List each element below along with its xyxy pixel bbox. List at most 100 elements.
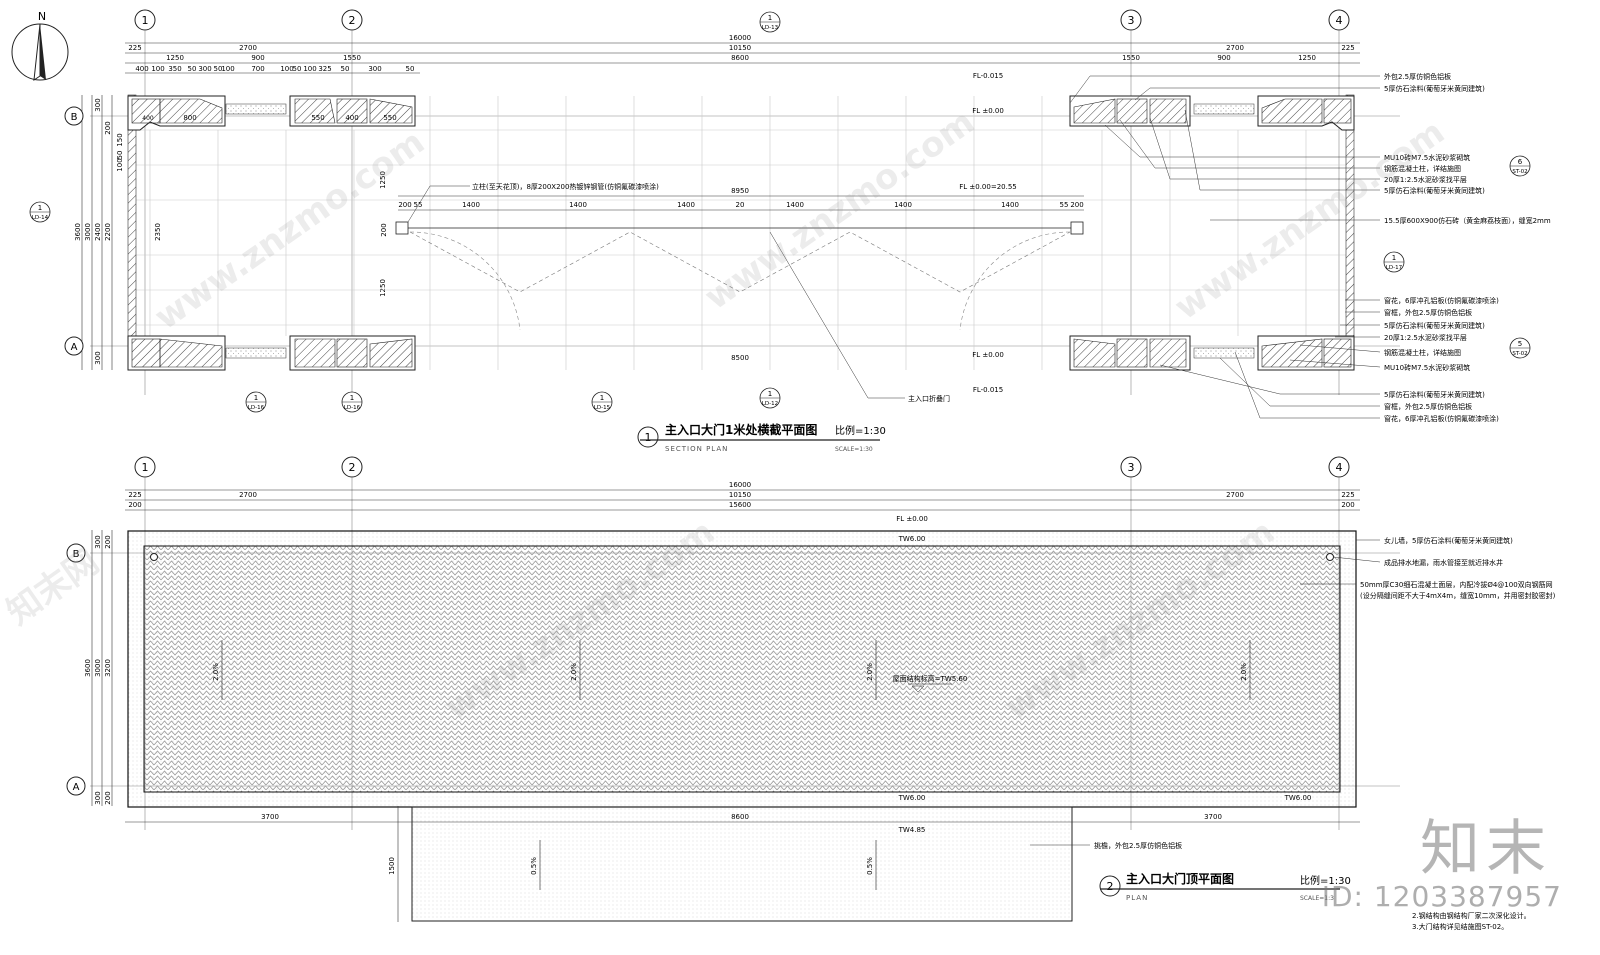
svg-text:3000: 3000 [84,223,92,241]
material-note: 钢筋混凝土柱，详结施图 [1384,348,1461,357]
svg-text:2700: 2700 [1226,491,1244,499]
axis-grid-lines [90,30,1400,395]
svg-text:TW6.00: TW6.00 [898,794,926,802]
svg-text:2: 2 [349,461,356,474]
svg-text:1550: 1550 [1122,54,1140,62]
svg-text:200: 200 [398,201,411,209]
svg-text:1400: 1400 [569,201,587,209]
material-note: 窗花，6厚冲孔铝板(仿铜氟碳漆喷涂) [1384,296,1499,305]
svg-text:200: 200 [128,501,141,509]
small-dimension-label: 50 [293,65,302,73]
section-ref-r_b2: 1LD-16 [341,391,363,413]
material-note: 钢筋混凝土柱，详结施图 [1384,164,1461,173]
svg-text:800: 800 [183,114,196,122]
roof-plan-2: 1 2 3 4 16000 225 2700 10150 2700 225 [66,456,1556,931]
svg-text:3: 3 [1128,461,1135,474]
plan1-title: 主入口大门1米处横截平面图 [665,422,817,437]
svg-text:PLAN: PLAN [1126,894,1148,902]
axis-bubbles-plan2: 1 2 3 4 [134,456,1350,478]
svg-text:10150: 10150 [729,44,751,52]
section-ref-r_b1: 1LD-16 [245,391,267,413]
svg-text:2700: 2700 [239,491,257,499]
svg-text:900: 900 [1217,54,1230,62]
section-ref-r_st2: 5ST-02 [1509,337,1531,359]
section-ref-r_ld17: 1LD-17 [1383,251,1405,273]
svg-text:FL ±0.00=20.55: FL ±0.00=20.55 [959,183,1017,191]
roof-drain-left [150,553,158,561]
svg-text:2700: 2700 [239,44,257,52]
svg-text:200: 200 [1341,501,1354,509]
small-dimension-label: 100 [280,65,293,73]
svg-text:50: 50 [116,151,124,160]
folding-door: 200 55 1400 1400 1400 20 1400 1400 1400 … [380,187,1084,362]
small-dimension-label: 300 [198,65,211,73]
svg-text:1400: 1400 [462,201,480,209]
top-dimension-chains: 16000 225 2700 10150 2700 225 1250 900 1… [125,34,1360,74]
row-bubbles-plan2: B A [66,543,86,796]
section-plan-1: 1 2 3 4 16000 225 2700 [29,9,1551,453]
svg-text:1550: 1550 [343,54,361,62]
canopy-overhang [411,806,1073,922]
svg-text:A: A [71,342,78,353]
pillar-block-top-left: 800 550 400 550 400 [127,95,416,131]
svg-text:2.0%: 2.0% [866,663,874,681]
section-reference-markers: 1LD-131LD-146ST-021LD-175ST-021LD-161LD-… [29,11,1531,413]
svg-text:150: 150 [116,133,124,146]
material-note: 5厚仿石涂料(葡萄牙米黄同建筑) [1384,186,1485,195]
svg-text:FL ±0.00: FL ±0.00 [896,515,928,523]
material-note: 5厚仿石涂料(葡萄牙米黄同建筑) [1384,321,1485,330]
svg-text:550: 550 [383,114,396,122]
svg-text:成品排水地漏，雨水管接至就近排水井: 成品排水地漏，雨水管接至就近排水井 [1384,558,1503,567]
svg-text:FL ±0.00: FL ±0.00 [972,351,1004,359]
svg-text:16000: 16000 [729,481,751,489]
small-dimension-label: 325 [318,65,331,73]
svg-text:1: 1 [142,14,149,27]
svg-text:(设分隔缝间距不大于4mX4m，缝宽10mm，并用密封胶密封: (设分隔缝间距不大于4mX4m，缝宽10mm，并用密封胶密封) [1360,591,1556,600]
small-dimension-label: 100 [303,65,316,73]
svg-text:B: B [73,549,80,560]
row-bubble-A: A [64,336,84,356]
pillar-block-top-right [1069,95,1355,131]
material-note: 窗框，外包2.5厚仿铜色铝板 [1384,308,1472,317]
svg-text:1250: 1250 [379,279,387,297]
section-ref-r_left: 1LD-14 [29,201,51,223]
brand-id: ID: 1203387957 [1321,880,1562,913]
svg-text:1: 1 [645,431,652,444]
svg-text:55: 55 [1060,201,1069,209]
svg-text:1250: 1250 [1298,54,1316,62]
svg-text:8600: 8600 [731,813,749,821]
material-note: 窗框，外包2.5厚仿铜色铝板 [1384,402,1472,411]
section-ref-number: 1 [768,390,772,398]
svg-text:3000: 3000 [94,659,102,677]
material-note: 外包2.5厚仿铜色铝板 [1384,72,1451,81]
svg-text:TW6.00: TW6.00 [898,535,926,543]
svg-text:2700: 2700 [1226,44,1244,52]
svg-text:200: 200 [104,791,112,804]
svg-text:2: 2 [1107,880,1114,893]
svg-text:300: 300 [94,351,102,364]
section-ref-r_st1: 6ST-02 [1509,155,1531,177]
roof-drain-right [1326,553,1334,561]
section-ref-sheet: ST-02 [1512,351,1527,357]
svg-text:2.0%: 2.0% [570,663,578,681]
svg-text:2400: 2400 [94,223,102,241]
section-ref-sheet: LD-12 [762,401,778,407]
small-dimension-label: 50 [188,65,197,73]
svg-text:3200: 3200 [104,659,112,677]
svg-text:女儿墙，5厚仿石涂料(葡萄牙米黄同建筑): 女儿墙，5厚仿石涂料(葡萄牙米黄同建筑) [1384,536,1513,545]
svg-text:3.大门结构详见结施图ST-02。: 3.大门结构详见结施图ST-02。 [1412,922,1508,931]
level-marks-plan2: FL ±0.00 TW6.00 TW6.00 TW6.00 TW4.85 屋面结… [893,515,1312,834]
axis-bubble-2: 2 [341,9,363,31]
section-ref-number: 6 [1518,158,1523,166]
section-ref-r_top: 1LD-13 [759,11,781,33]
plan1-scale: 比例=1:30 [835,424,886,437]
svg-text:1250: 1250 [379,171,387,189]
svg-text:20: 20 [736,201,745,209]
section-ref-sheet: LD-13 [762,25,779,31]
footnotes: 2.钢结构由钢结构厂家二次深化设计。 3.大门结构详见结施图ST-02。 [1412,911,1531,931]
axis-bubble-4: 4 [1328,9,1350,31]
callout-folding-door: 主入口折叠门 [769,231,950,403]
north-arrow: N [11,10,69,82]
svg-text:4: 4 [1336,14,1343,27]
